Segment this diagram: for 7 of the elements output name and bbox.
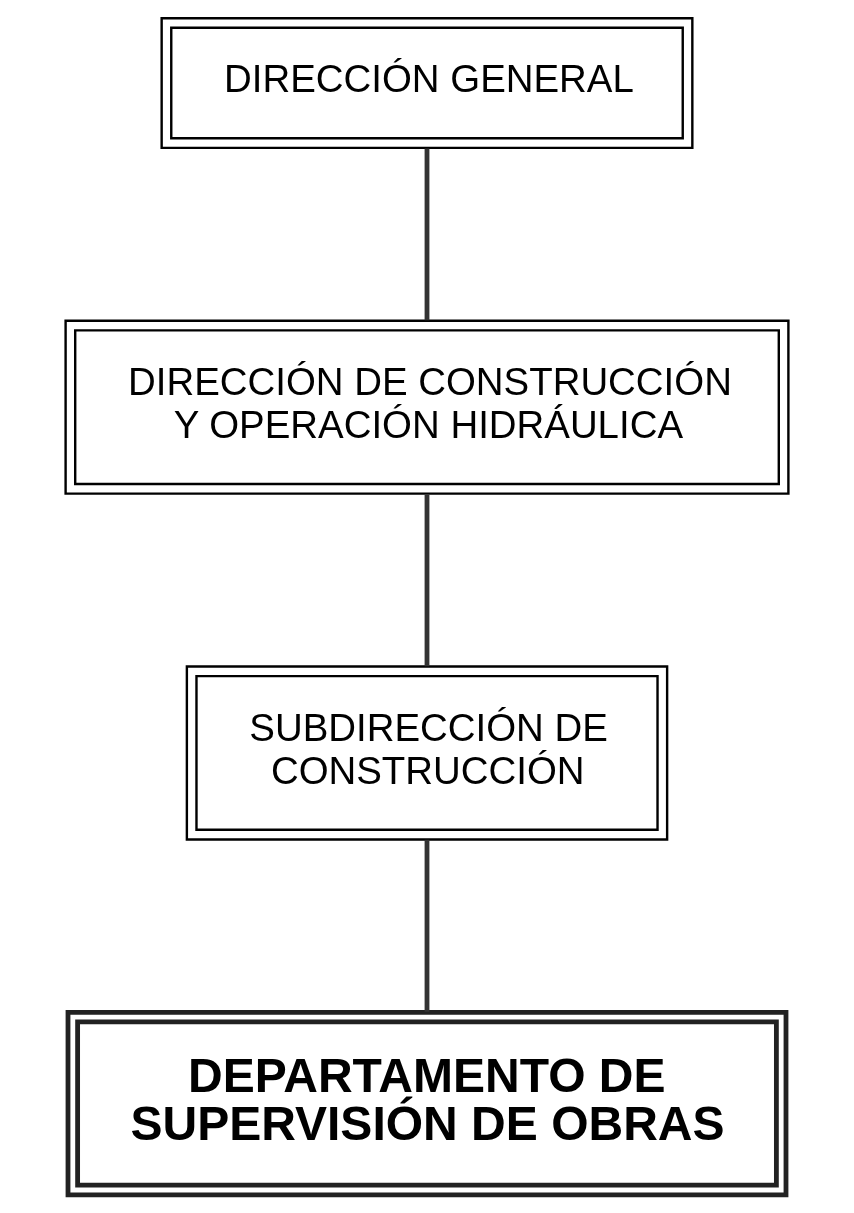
- connector: [424, 148, 430, 321]
- node-box: DEPARTAMENTO DE SUPERVISIÓN DE OBRAS: [65, 1009, 789, 1198]
- connector: [424, 839, 430, 1012]
- connector: [424, 494, 430, 667]
- node-box: DIRECCIÓN GENERAL: [160, 17, 694, 150]
- node-box: SUBDIRECCIÓN DE CONSTRUCCIÓN: [185, 665, 669, 841]
- node-box: DIRECCIÓN DE CONSTRUCCIÓN Y OPERACIÓN HIDRÁULICA: [64, 319, 790, 495]
